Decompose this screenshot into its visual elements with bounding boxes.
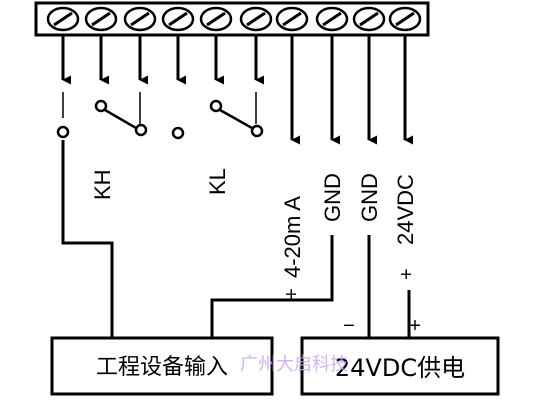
terminal-screw-slot-5 — [206, 11, 226, 27]
terminal-screw-slot-4 — [168, 11, 188, 27]
terminal-screw-slot-8 — [322, 11, 342, 27]
label-signal: 4-20m A — [280, 196, 305, 278]
terminal-screw-slot-3 — [130, 11, 150, 27]
terminal-screw-slot-9 — [359, 11, 379, 27]
label-kh: KH — [90, 169, 115, 200]
label-plus-signal: + — [281, 288, 303, 300]
terminal-screw-slot-1 — [53, 11, 73, 27]
switch-kl — [209, 92, 264, 138]
equipment-input-label: 工程设备输入 — [96, 355, 228, 380]
terminal-block — [34, 1, 430, 37]
contact-common — [56, 92, 70, 139]
contact-middle — [171, 126, 185, 140]
label-24vdc: 24VDC — [393, 174, 418, 245]
lower-wiring — [61, 140, 411, 338]
label-plus-vdc: + — [396, 268, 418, 280]
label-gnd-2: GND — [357, 173, 382, 222]
terminal-screw-slot-2 — [91, 11, 111, 27]
switch-kh — [94, 92, 148, 137]
terminal-wires — [61, 35, 414, 145]
equipment-input-box: 工程设备输入 — [50, 336, 274, 396]
watermark: 广州大启科技 — [240, 354, 348, 375]
terminal-screw-slot-10 — [395, 11, 415, 27]
terminal-screw-slot-6 — [246, 11, 266, 27]
power-minus-label: − — [343, 315, 355, 337]
power-supply-label: 24VDC供电 — [335, 354, 465, 382]
power-supply-box: 24VDC供电 − + — [300, 315, 500, 396]
power-plus-label: + — [409, 315, 421, 337]
label-kl: KL — [205, 168, 230, 195]
label-gnd-1: GND — [320, 173, 345, 222]
terminal-screw-slot-7 — [282, 11, 302, 27]
